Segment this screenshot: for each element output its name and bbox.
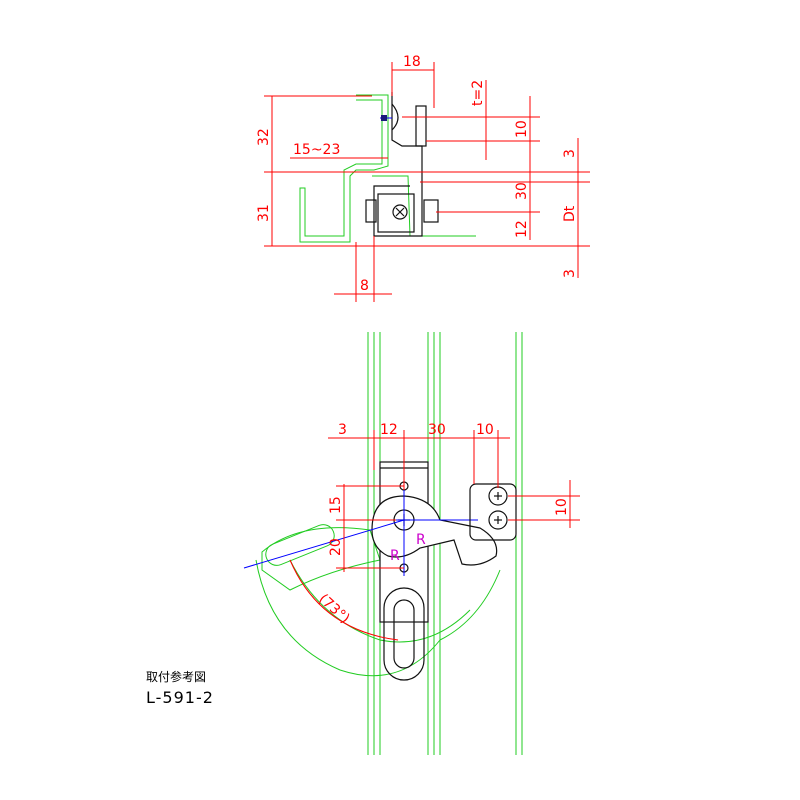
rotation-mark-2: R [416,532,426,548]
dim-label-front-30: 30 [428,422,446,438]
dim-label-30: 30 [514,182,530,200]
dim-label-front-15: 15 [328,496,344,514]
slot-plate [383,587,425,681]
screw-tip-upper [381,115,387,121]
dim-label-front-10-top: 10 [476,422,494,438]
lever-open-position [261,527,381,591]
front-view: 3 12 30 10 15 20 10 (73°) R R [243,332,580,755]
dim-label-front-3: 3 [338,422,347,438]
dim-label-18: 18 [403,54,421,70]
lever-slot-open [265,524,335,566]
dim-label-32: 32 [256,128,272,146]
swing-arc-outer [255,559,501,677]
bracket-cap [423,199,439,223]
dim-label-front-20: 20 [328,538,344,556]
dim-label-3-top: 3 [562,149,578,158]
screw-cap-upper [391,103,399,131]
dim-label-front-10-right: 10 [554,498,570,516]
centerline-open [243,519,405,569]
dim-label-front-12: 12 [380,422,398,438]
dim-label-12: 12 [514,220,530,238]
screw-head-top-view [392,204,408,220]
caption-model: L-591-2 [146,688,214,707]
frame-profile-upper [299,94,389,243]
caption-title: 取付参考図 [146,670,207,684]
plate-t2 [415,105,427,147]
top-view: 18 t=2 10 32 31 15~23 3 30 12 Dt [256,54,590,302]
frame-profile-lower [372,175,476,237]
dim-label-t2: t=2 [470,80,486,106]
rotation-mark-1: R [390,548,400,564]
bracket-housing [377,193,415,233]
angle-arc [289,559,399,641]
dim-label-8: 8 [360,278,369,294]
strike-screw-lower [488,510,508,530]
slot-opening [393,599,415,669]
screw-slot-b [395,207,405,217]
swing-arc-inner [289,559,471,643]
bracket-nut [365,199,377,223]
dim-label-angle: (73°) [315,591,352,627]
strike-plate [469,483,517,541]
dim-label-10: 10 [514,120,530,138]
bracket-body [373,92,423,237]
dim-label-dt: Dt [562,205,578,222]
dim-label-31: 31 [256,204,272,222]
dim-label-15-23: 15~23 [293,142,340,158]
dim-label-3-bottom: 3 [562,269,578,278]
